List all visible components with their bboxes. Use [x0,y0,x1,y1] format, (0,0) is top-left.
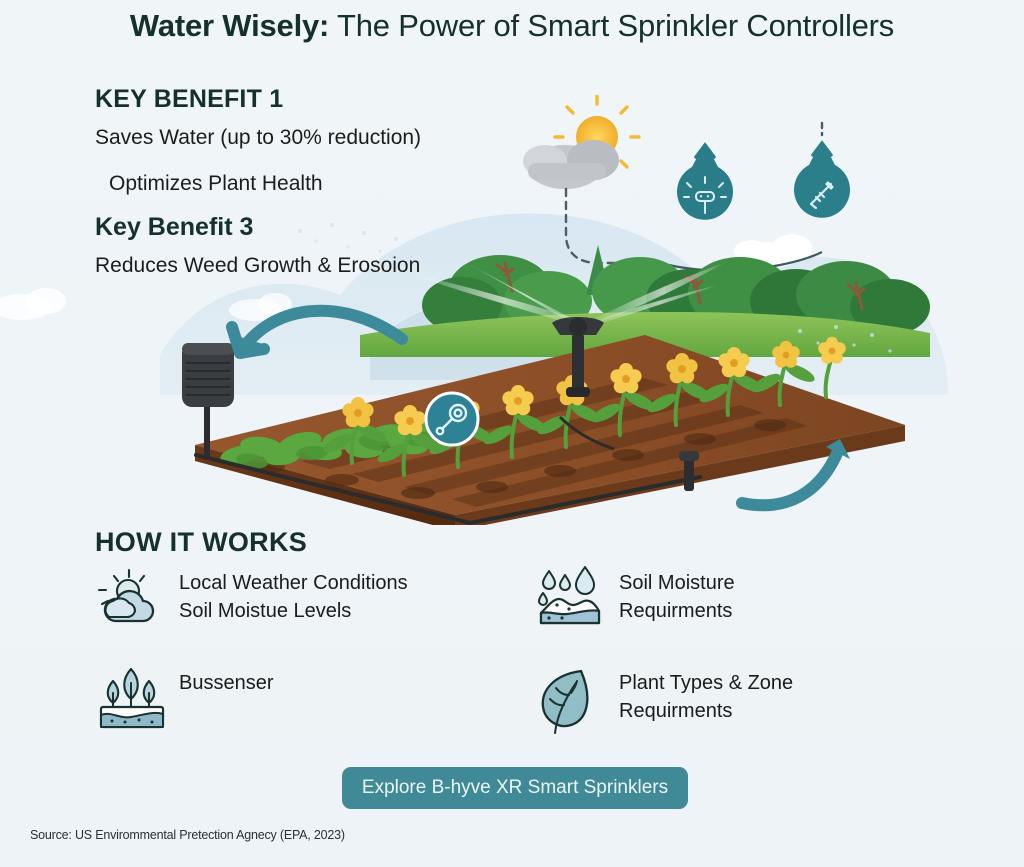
explore-sprinklers-button[interactable]: Explore B-hyve XR Smart Sprinklers [342,767,688,809]
spray-speckles [298,223,892,353]
page-title-light: The Power of Smart Sprinkler Controllers [329,8,895,43]
key-benefit-2-text: Optimizes Plant Health [109,172,323,195]
sun-cloud-icon [95,563,179,629]
bussenser-label-line1: Bussenser [179,672,274,694]
weather-label-line2: Soil Moistue Levels [179,600,352,622]
key-benefit-1-text: Saves Water (up to 30% reduction) [95,126,422,149]
rotor-sprinkler-head[interactable] [552,317,604,397]
key-benefit-3-text: Reduces Weed Growth & Erosoion [95,254,421,277]
smart-controller-device[interactable] [182,343,234,457]
key-benefit-3-heading: Key Benefit 3 [95,213,254,241]
plant-types-label-line1: Plant Types & Zone [619,672,794,694]
arrow-right-curved [736,439,850,512]
sun-cloud-illustration [523,95,641,189]
plant-types-label-line2: Requirments [619,700,733,722]
how-it-works-item-plant-types-label: Plant Types & Zone Requirments [619,663,793,725]
soil-moisture-droplets-icon [535,563,619,629]
how-it-works-grid: Local Weather Conditions Soil Moistue Le… [95,563,945,763]
arrow-left-curved [226,304,408,359]
key-benefits-list: KEY BENEFIT 1 Saves Water (up to 30% red… [95,84,565,280]
tree-line [360,245,930,357]
soil-moisture-label-line1: Soil Moisture [619,572,735,594]
sensor-link-line-2 [779,251,823,267]
weather-label-line1: Local Weather Conditions [179,572,408,594]
how-it-works-item-soil-moisture-label: Soil Moisture Requirments [619,563,735,625]
drip-branch-line [558,415,615,451]
leaf-icon [535,663,619,735]
source-note: Source: US Envirommental Pretection Agne… [30,828,345,842]
key-benefit-1-heading: KEY BENEFIT 1 [95,85,284,113]
drip-irrigation-line [194,453,702,525]
page-title-strong: Water Wisely: [129,8,330,43]
page-title: Water Wisely: The Power of Smart Sprinkl… [0,6,1024,46]
soil-moisture-label-line2: Requirments [619,600,733,622]
weather-sensor-badge[interactable] [677,137,734,220]
how-it-works-item-bussenser: Bussenser [95,663,535,763]
how-it-works-item-weather: Local Weather Conditions Soil Moistue Le… [95,563,535,663]
cloud-decoration [0,234,812,321]
drip-line-valve[interactable] [679,451,699,491]
bush-sensor-icon [95,663,179,731]
soil-probe-badge[interactable] [794,121,850,218]
garden-illustration [0,95,1024,525]
how-it-works-item-weather-label: Local Weather Conditions Soil Moistue Le… [179,563,408,625]
how-it-works-item-bussenser-label: Bussenser [179,663,274,697]
sprinkler-spray [406,261,724,327]
moisture-sensor-marker[interactable] [424,391,480,447]
how-it-works-item-plant-types: Plant Types & Zone Requirments [535,663,945,763]
how-it-works-title: HOW IT WORKS [95,527,308,557]
how-it-works-item-soil-moisture: Soil Moisture Requirments [535,563,945,663]
